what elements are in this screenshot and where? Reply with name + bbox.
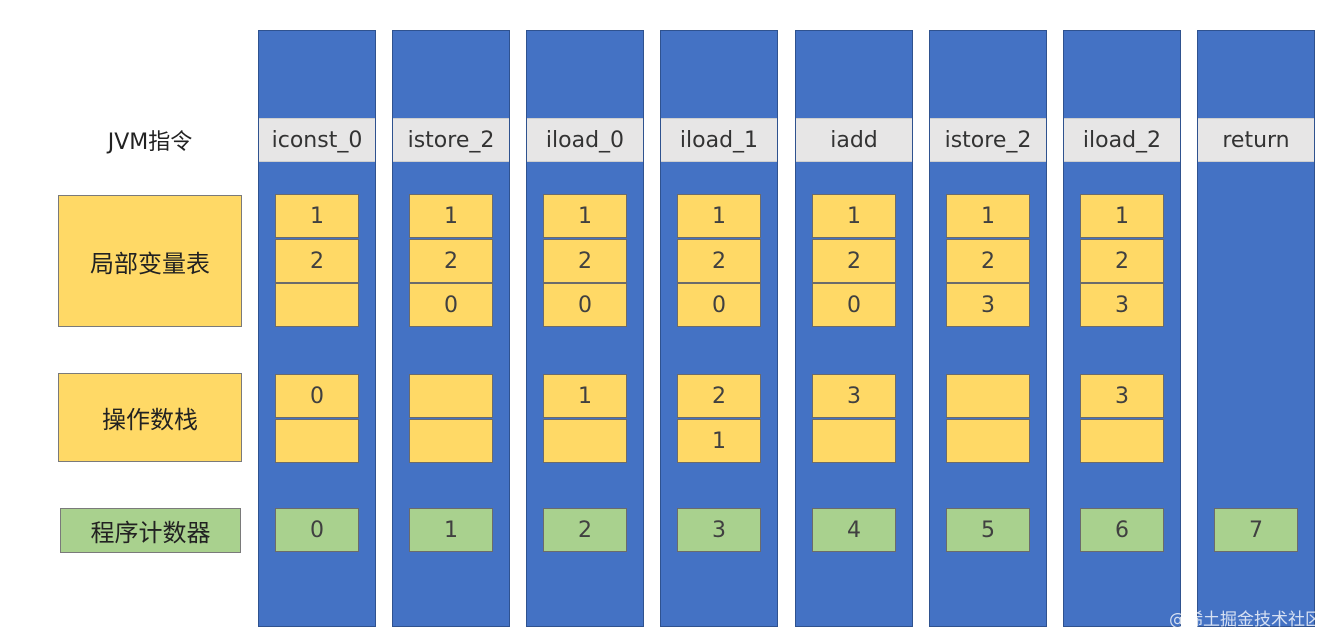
- local-variable-slot: 0: [677, 283, 761, 327]
- instruction-label: iload_2: [1064, 118, 1180, 162]
- operand-stack-slot: 1: [543, 374, 627, 418]
- local-variable-slot: 1: [543, 194, 627, 238]
- operand-stack-slot: [409, 419, 493, 463]
- local-variable-slot: 2: [677, 239, 761, 283]
- operand-stack-slot: 1: [677, 419, 761, 463]
- program-counter-value: 1: [409, 508, 493, 552]
- operand-stack-slot: [946, 374, 1030, 418]
- instruction-label: iadd: [796, 118, 912, 162]
- instruction-label: iconst_0: [259, 118, 375, 162]
- local-variable-slot: 1: [946, 194, 1030, 238]
- local-variable-slot: 2: [409, 239, 493, 283]
- operand-stack-slot: [409, 374, 493, 418]
- row-label-jvm-instruction: JVM指令: [107, 130, 193, 155]
- operand-stack-slot: 0: [275, 374, 359, 418]
- local-variable-slot: 1: [275, 194, 359, 238]
- program-counter-value: 5: [946, 508, 1030, 552]
- program-counter-value: 0: [275, 508, 359, 552]
- instruction-label: iload_0: [527, 118, 643, 162]
- local-variable-slot: 1: [812, 194, 896, 238]
- local-variable-slot: 2: [812, 239, 896, 283]
- local-variable-slot: 2: [275, 239, 359, 283]
- program-counter-value: 2: [543, 508, 627, 552]
- operand-stack-slot: 2: [677, 374, 761, 418]
- program-counter-value: 4: [812, 508, 896, 552]
- local-variable-slot: 3: [946, 283, 1030, 327]
- local-variable-slot: 1: [677, 194, 761, 238]
- local-variable-slot: 2: [543, 239, 627, 283]
- local-variable-slot: 3: [1080, 283, 1164, 327]
- operand-stack-slot: 3: [1080, 374, 1164, 418]
- instruction-label: return: [1198, 118, 1314, 162]
- operand-stack-slot: [1080, 419, 1164, 463]
- local-variable-slot: 2: [1080, 239, 1164, 283]
- local-variable-slot: 0: [409, 283, 493, 327]
- program-counter-value: 7: [1214, 508, 1298, 552]
- watermark: @稀土掘金技术社区: [1169, 610, 1322, 630]
- row-label-program-counter: 程序计数器: [60, 508, 241, 553]
- local-variable-slot: 1: [1080, 194, 1164, 238]
- operand-stack-slot: [275, 419, 359, 463]
- program-counter-value: 6: [1080, 508, 1164, 552]
- row-label-operand-stack: 操作数栈: [58, 373, 242, 462]
- operand-stack-slot: [812, 419, 896, 463]
- local-variable-slot: 0: [543, 283, 627, 327]
- instruction-column: return 7: [1197, 30, 1315, 627]
- local-variable-slot: 2: [946, 239, 1030, 283]
- row-label-local-variables: 局部变量表: [58, 195, 242, 327]
- instruction-label: istore_2: [930, 118, 1046, 162]
- local-variable-slot: [275, 283, 359, 327]
- operand-stack-slot: 3: [812, 374, 896, 418]
- program-counter-value: 3: [677, 508, 761, 552]
- operand-stack-slot: [543, 419, 627, 463]
- instruction-label: iload_1: [661, 118, 777, 162]
- instruction-label: istore_2: [393, 118, 509, 162]
- local-variable-slot: 1: [409, 194, 493, 238]
- operand-stack-slot: [946, 419, 1030, 463]
- local-variable-slot: 0: [812, 283, 896, 327]
